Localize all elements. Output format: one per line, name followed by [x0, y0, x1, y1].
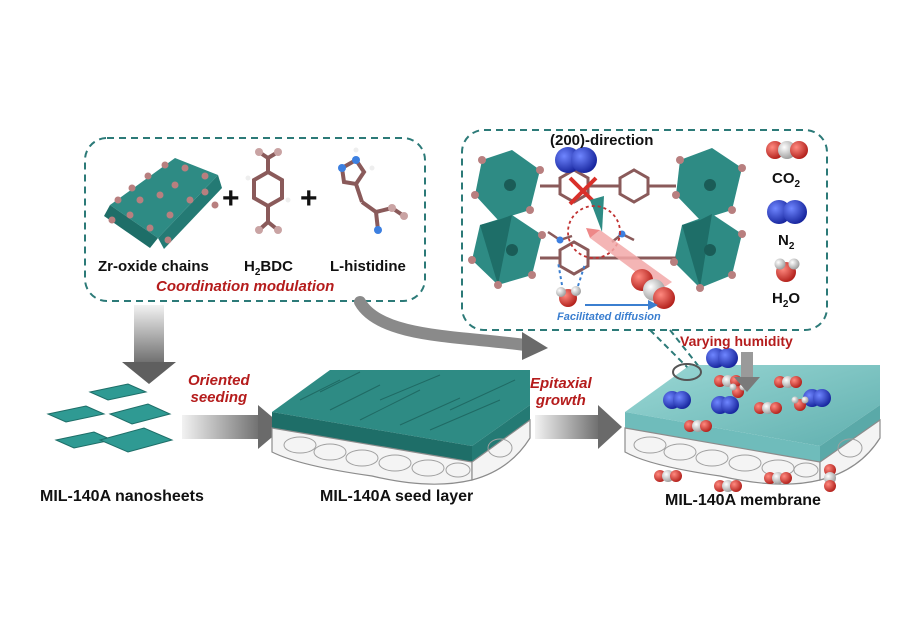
legend-n2-icon [767, 200, 807, 224]
curved-arrow [354, 296, 531, 351]
epitaxial-line1: Epitaxial [530, 375, 592, 392]
right-dashed-box [461, 129, 828, 331]
nanosheets-image [46, 383, 174, 453]
facilitated-diffusion-label: Facilitated diffusion [557, 311, 661, 323]
nanosheets-caption: MIL-140A nanosheets [40, 488, 204, 505]
histidine-label: L-histidine [330, 258, 406, 275]
n2-molecule-blocked-icon [555, 147, 597, 173]
seed-layer-image [271, 370, 531, 485]
h2o-sub: 2 [782, 299, 789, 310]
direction-pointer [590, 196, 604, 232]
legend-n2-label: N2 [778, 232, 794, 252]
oriented-line2: seeding [190, 389, 248, 406]
zr-oxide-chains-image [104, 158, 222, 249]
down-arrow-body [134, 305, 164, 363]
zr-oxide-chains-label: Zr-oxide chains [98, 258, 209, 275]
epitaxial-growth-arrow-body [535, 415, 599, 439]
oriented-seeding-label: Oriented seeding [188, 372, 250, 406]
epitaxial-line2: growth [535, 392, 586, 409]
oriented-line1: Oriented [188, 372, 250, 389]
pore-dotted-circle [567, 205, 621, 259]
mof-framework-image [468, 148, 746, 292]
epitaxial-growth-label: Epitaxial growth [530, 375, 592, 409]
plus-sign-2: + [300, 182, 318, 215]
n2-sub: 2 [788, 241, 795, 252]
legend-co2-label: CO2 [772, 170, 800, 190]
plus-sign-1: + [222, 182, 240, 215]
h2bdc-label-rest: BDC [260, 258, 293, 275]
co2-main: CO [772, 170, 795, 187]
legend-co2-icon [766, 141, 808, 159]
varying-humidity-label: Varying humidity [680, 333, 793, 349]
h2bdc-label-sub: 2 [254, 267, 261, 278]
hydrogen-bond-dashes [557, 261, 586, 287]
coordination-modulation-label: Coordination modulation [156, 278, 335, 295]
co2-sub: 2 [794, 179, 801, 190]
epitaxial-growth-arrow-head [598, 405, 622, 449]
seed-layer-caption: MIL-140A seed layer [320, 488, 474, 505]
left-dashed-box [84, 137, 426, 302]
oriented-seeding-arrow-body [182, 415, 260, 439]
h2o-main: H [772, 290, 783, 307]
h2o-molecule-in-pore-icon [556, 286, 581, 307]
histidine-molecule-image [339, 157, 406, 231]
h2o-rest: O [788, 290, 801, 307]
h2bdc-label: H2BDC [244, 258, 293, 278]
legend-h2o-icon [774, 258, 800, 282]
membrane-image [624, 348, 881, 492]
membrane-caption: MIL-140A membrane [665, 492, 821, 509]
co2-molecule-in-pore-icon [631, 269, 675, 309]
n2-main: N [778, 232, 789, 249]
h2bdc-label-main: H [244, 258, 255, 275]
down-arrow-head [122, 362, 176, 384]
h2bdc-molecule-image [252, 150, 284, 232]
oriented-seeding-arrow-head [258, 405, 284, 449]
direction-label: (200)-direction [550, 132, 654, 149]
legend-h2o-label: H2O [772, 290, 800, 310]
